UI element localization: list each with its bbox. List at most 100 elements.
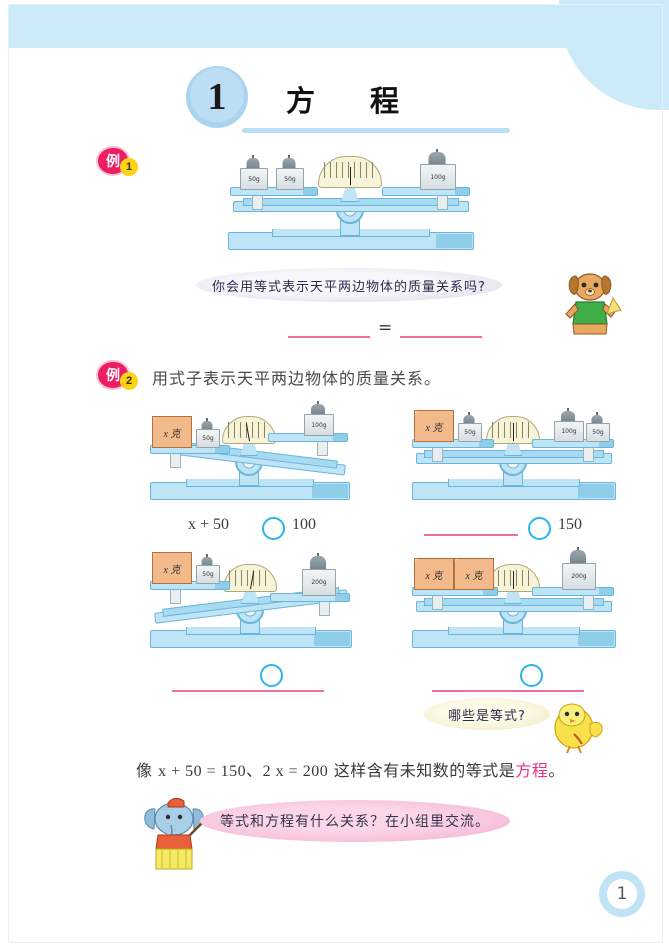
scale-pan-tip-right xyxy=(599,588,613,595)
weight-body: 100g xyxy=(554,420,584,442)
answer-blank-d[interactable] xyxy=(432,690,584,692)
conclusion-suffix: 。 xyxy=(548,761,565,780)
scale-pan-tip-left xyxy=(215,582,229,589)
weight-label: 50g xyxy=(248,175,260,183)
operator-circle-d[interactable] xyxy=(520,664,543,687)
weight-50g-b2: 50g xyxy=(586,412,610,442)
chapter-title: 方 程 xyxy=(286,84,413,118)
weight-50g-c1: 50g xyxy=(196,554,220,584)
scale-base-tab xyxy=(436,234,472,248)
balance-scale-example1: 50g 50g 100g xyxy=(228,149,474,250)
example-2-badge: 例 2 xyxy=(98,362,142,390)
block-x-d2: x 克 xyxy=(454,558,494,590)
conclusion-prefix: 像 xyxy=(136,761,153,780)
block-label: x 克 xyxy=(163,428,181,440)
conclusion-middle: 这样含有未知数的等式是 xyxy=(333,761,516,780)
weight-knob xyxy=(201,557,213,569)
operator-circle-a[interactable] xyxy=(262,517,285,540)
weight-knob xyxy=(282,158,296,172)
operator-circle-c[interactable] xyxy=(260,664,283,687)
weight-label: 100g xyxy=(430,173,446,181)
scale-dial-ticks xyxy=(228,422,270,438)
weight-50g-b1: 50g xyxy=(458,412,482,442)
top-right-corner-shape xyxy=(559,0,669,110)
weight-body: 50g xyxy=(458,423,482,442)
conclusion-highlight: 方程 xyxy=(515,761,549,780)
weight-50g-b: 50g xyxy=(276,155,304,190)
weight-label: 200g xyxy=(571,573,587,581)
weight-body: 200g xyxy=(562,563,596,590)
block-label: x 克 xyxy=(425,422,443,434)
example-badge-label: 例 xyxy=(106,154,120,170)
weight-body: 50g xyxy=(240,168,268,190)
block-label: x 克 xyxy=(163,564,181,576)
example-1-badge: 例 1 xyxy=(98,148,142,176)
chapter-number: 1 xyxy=(207,76,227,118)
weight-100g: 100g xyxy=(420,149,456,190)
question-bubble-example1: 你会用等式表示天平两边物体的质量关系吗? xyxy=(196,268,502,302)
expression-a-right-text: 100 xyxy=(292,516,316,533)
scale-needle xyxy=(513,571,514,589)
top-decorative-band xyxy=(8,4,661,48)
weight-knob xyxy=(463,415,475,427)
answer-blank-b[interactable] xyxy=(424,534,518,536)
weight-label: 50g xyxy=(464,429,476,437)
weight-body: 100g xyxy=(304,414,334,436)
weight-200g-d: 200g xyxy=(562,547,596,590)
scale-needle xyxy=(350,167,351,185)
chapter-underline xyxy=(242,128,510,133)
weight-knob xyxy=(591,415,603,427)
answer-blank-c[interactable] xyxy=(172,690,324,692)
weight-body: 50g xyxy=(196,565,220,584)
weight-knob xyxy=(310,556,326,573)
weight-body: 100g xyxy=(420,164,456,190)
scale-pan-tip-left xyxy=(215,446,229,453)
scale-base-tab xyxy=(578,484,614,498)
block-label: x 克 xyxy=(425,570,443,582)
expression-b-right: 150 xyxy=(558,516,582,534)
bird-character-icon xyxy=(554,703,603,754)
balance-scale-b: x 克 50g 100g 50g xyxy=(412,408,616,500)
scale-pan-tip-right xyxy=(455,188,469,195)
page-number-hole xyxy=(607,879,637,909)
expression-a-left: x + 50 xyxy=(188,516,229,534)
block-label: x 克 xyxy=(465,570,483,582)
example-badge-number: 1 xyxy=(120,158,138,176)
scale-pan-tip-left xyxy=(483,588,497,595)
elephant-character-icon xyxy=(144,797,207,870)
scale-dial xyxy=(318,156,382,188)
scale-pan-tip-left xyxy=(303,188,317,195)
example-badge-number: 2 xyxy=(120,372,138,390)
weight-knob xyxy=(570,550,586,567)
scale-pan-tip-right xyxy=(333,434,347,441)
discussion-bubble-text: 等式和方程有什么关系？在小组里交流。 xyxy=(220,814,490,830)
conclusion-equation-1: x + 50 = 150 xyxy=(158,763,247,780)
scale-base-tab xyxy=(312,484,348,498)
weight-label: 50g xyxy=(284,175,296,183)
operator-circle-b[interactable] xyxy=(528,517,551,540)
weight-label: 100g xyxy=(311,421,327,429)
weight-label: 50g xyxy=(202,435,214,443)
block-x-a1: x 克 xyxy=(152,416,192,448)
weight-knob xyxy=(428,152,446,168)
weight-body: 50g xyxy=(196,429,220,448)
equals-sign-example1: = xyxy=(378,318,393,338)
scale-pan-tip-right xyxy=(335,594,349,601)
balance-scale-a: x 克 50g 100g xyxy=(150,401,350,500)
scale-pan-left xyxy=(230,187,318,196)
weight-100g-b: 100g xyxy=(554,408,584,442)
weight-knob xyxy=(561,411,575,425)
expression-b-right-text: 150 xyxy=(558,516,582,533)
weight-knob xyxy=(246,158,260,172)
conclusion-equation-2: 2 x = 200 xyxy=(262,763,329,780)
weight-body: 50g xyxy=(276,168,304,190)
scale-dial xyxy=(222,416,276,444)
conclusion-separator: 、 xyxy=(246,761,263,780)
answer-blank-right-example1[interactable] xyxy=(400,336,482,338)
dog-character-icon xyxy=(565,273,622,335)
scale-dial xyxy=(223,564,277,592)
page-number-text: 1 xyxy=(616,884,628,904)
weight-label: 200g xyxy=(311,579,327,587)
answer-blank-left-example1[interactable] xyxy=(288,336,370,338)
